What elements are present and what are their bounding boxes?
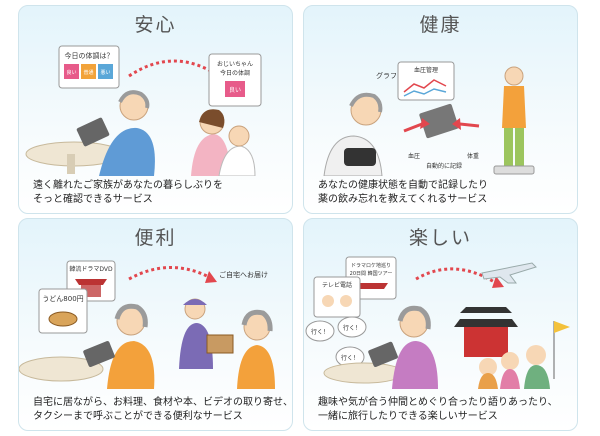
panel-title: 安心 xyxy=(134,14,177,36)
panel-caption: 趣味や気が合う仲間とめぐり合ったり語りあったり、 一緒に旅行したりできる楽しいサ… xyxy=(318,397,558,422)
grandpa-body xyxy=(99,127,155,176)
svg-text:行く！: 行く！ xyxy=(311,328,329,336)
woman-body xyxy=(107,341,155,389)
svg-text:自動的に記録: 自動的に記録 xyxy=(426,162,462,170)
svg-text:今日の体調: 今日の体調 xyxy=(220,69,250,77)
tablet-icon xyxy=(76,117,110,147)
svg-text:悪い: 悪い xyxy=(100,70,110,76)
badge-good xyxy=(64,64,79,79)
arrow-icon xyxy=(128,266,210,281)
badge-normal xyxy=(81,64,96,79)
package-icon xyxy=(206,334,234,354)
airplane-icon xyxy=(481,262,537,284)
svg-text:普通: 普通 xyxy=(83,69,93,76)
tablet-icon xyxy=(83,341,115,367)
panel-benri: 便利 韓流ドラマDVD うどん800円 ご自宅へお届け xyxy=(18,218,293,431)
bp-cuff-icon xyxy=(344,148,376,166)
tvphone-screen xyxy=(313,276,361,318)
tablet-icon xyxy=(368,341,398,367)
svg-text:おじいちゃん: おじいちゃん xyxy=(217,61,253,68)
screen-left-text: 今日の体調は？ xyxy=(65,51,114,60)
svg-text:血圧管理: 血圧管理 xyxy=(414,66,438,74)
panel-caption: 自宅に居ながら、お料理、食材や本、ビデオの取り寄せ、 タクシーまで呼ぶことができ… xyxy=(33,397,293,422)
svg-text:うどん800円: うどん800円 xyxy=(42,295,83,303)
woman-body xyxy=(392,341,438,389)
graph-label: グラフで表示 xyxy=(376,71,418,80)
svg-text:行く！: 行く！ xyxy=(341,354,359,362)
speech-bubble xyxy=(305,320,335,342)
svg-text:20日間 韓国ツアー: 20日間 韓国ツアー xyxy=(350,270,393,277)
arrow-icon xyxy=(415,267,497,285)
svg-text:血圧: 血圧 xyxy=(408,152,420,160)
panel-title: 健康 xyxy=(419,14,462,36)
svg-text:テレビ電話: テレビ電話 xyxy=(322,281,352,289)
panel-kenkou: 健康 グラフで表示 血圧管理 血圧 自動的に記録 体重 あな xyxy=(303,5,578,214)
svg-text:体重: 体重 xyxy=(467,152,479,160)
grandma-body xyxy=(237,345,275,389)
svg-text:良い: 良い xyxy=(66,69,76,76)
screen-right xyxy=(208,53,262,107)
flag-icon xyxy=(554,321,570,333)
svg-text:良い: 良い xyxy=(229,86,241,94)
scale-icon xyxy=(493,165,535,175)
tablet-icon xyxy=(419,103,459,139)
kenkou-illustration: グラフで表示 血圧管理 血圧 自動的に記録 体重 xyxy=(323,61,535,176)
panel-anshin: 安心 今日の体調は？ 良い 普通 悪い おじいちゃん 今日の体調 良い xyxy=(18,5,293,214)
arrow-icon xyxy=(128,59,220,78)
panel-title: 便利 xyxy=(134,227,177,249)
panel-tanoshii: 楽しい ドラマロケ地巡り 20日間 韓国ツアー テレビ電話 行く！ 行く！ 行く… xyxy=(303,218,578,431)
svg-text:ドラマロケ地巡り: ドラマロケ地巡り xyxy=(351,262,391,269)
benri-illustration: 韓流ドラマDVD うどん800円 ご自宅へお届け xyxy=(19,260,275,389)
tanoshii-illustration: ドラマロケ地巡り 20日間 韓国ツアー テレビ電話 行く！ 行く！ 行く！ xyxy=(305,256,570,389)
panel-title: 楽しい xyxy=(408,227,472,249)
speech-bubble xyxy=(337,316,367,338)
delivery-label: ご自宅へお届け xyxy=(219,270,268,279)
panel-caption: あなたの健康状態を自動で記録したり 薬の飲み忘れを教えてくれるサービス xyxy=(318,180,488,205)
svg-text:行く！: 行く！ xyxy=(343,324,361,332)
badge-bad xyxy=(98,64,113,79)
svg-text:韓流ドラマDVD: 韓流ドラマDVD xyxy=(69,265,113,273)
panel-caption: 遠く離れたご家族があなたの暮らしぶりを そっと確認できるサービス xyxy=(33,180,223,205)
udon-bowl-icon xyxy=(48,311,78,327)
anshin-illustration: 今日の体調は？ 良い 普通 悪い おじいちゃん 今日の体調 良い xyxy=(25,45,262,176)
temple-icon xyxy=(454,319,518,327)
standing-person-head xyxy=(504,66,524,86)
